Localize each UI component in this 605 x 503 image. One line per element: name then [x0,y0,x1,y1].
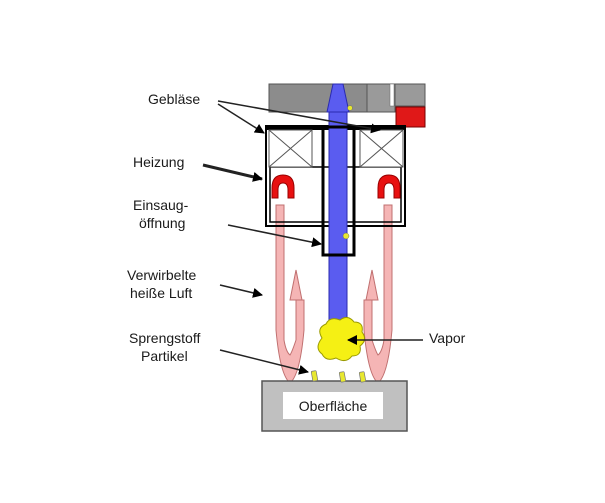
vapor-cloud [317,316,366,362]
hot-air-left [275,204,305,384]
heater-left [271,174,295,199]
arrow-blower-right [217,100,381,134]
label-blower: Gebläse [148,91,200,107]
arrow-blower-left [217,103,265,134]
label-particles-2: Partikel [141,348,188,364]
explosive-particles [310,370,367,383]
label-intake-2: öffnung [139,215,185,231]
fan-right [359,129,404,168]
arrow-intake [227,224,322,248]
label-intake-1: Einsaug- [133,197,189,213]
label-air-1: Verwirbelte [127,267,196,283]
arrow-particles [219,349,309,375]
surface-block: Oberfläche [261,380,408,432]
leader-arrows [202,100,423,375]
fan-left [268,129,313,168]
reservoir [395,106,426,128]
heater-right [377,174,401,199]
hot-air-right [363,204,393,384]
label-particles-1: Sprengstoff [129,330,200,346]
intake-sleeve [321,125,356,257]
arrow-heater [202,163,263,182]
label-vapor: Vapor [429,330,466,346]
label-heater: Heizung [133,154,184,170]
surface-label: Oberfläche [299,398,368,414]
probe [326,83,353,338]
top-housing [268,83,426,113]
label-air-2: heiße Luft [130,285,192,301]
arrow-hot-air [219,284,263,298]
